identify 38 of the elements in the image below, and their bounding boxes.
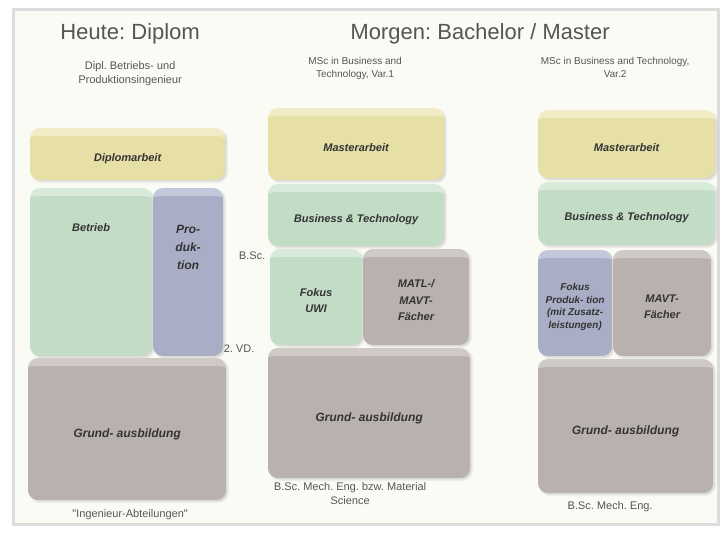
- block: [268, 184, 444, 246]
- text-label: B.Sc.: [238, 250, 266, 264]
- text-label: B.Sc. Mech. Eng.: [566, 500, 654, 514]
- block: [153, 188, 223, 356]
- text-label: Heute: Diplom: [59, 18, 201, 46]
- text-label: Morgen: Bachelor / Master: [349, 18, 611, 46]
- block-label: Diplomarbeit: [94, 150, 162, 166]
- block-label: Masterarbeit: [323, 140, 389, 156]
- text-label: Dipl. Betriebs- und Produktionsingenieur: [77, 60, 183, 88]
- block-label: Betrieb: [72, 221, 110, 236]
- block-label: Business & Technology: [294, 212, 418, 227]
- block: [28, 358, 226, 500]
- block: [363, 249, 469, 345]
- block-label: MATL-/ MAVT- Fächer: [396, 277, 436, 326]
- block-label: Grund- ausbildung: [73, 424, 181, 442]
- block: [30, 188, 152, 356]
- block: [268, 348, 470, 478]
- block: [538, 359, 713, 493]
- block: [268, 108, 444, 180]
- block: [538, 110, 715, 178]
- block-label: Masterarbeit: [594, 140, 660, 156]
- block: [270, 249, 362, 345]
- block-label: Pro- duk- tion: [174, 221, 202, 274]
- block-label: Fokus Produk- tion (mit Zusatz- leistungen): [544, 282, 606, 332]
- text-label: MSc in Business and Technology, Var.1: [307, 56, 403, 81]
- block: [613, 250, 711, 356]
- block-label: Grund- ausbildung: [572, 422, 680, 439]
- block-label: MAVT- Fächer: [642, 292, 682, 323]
- text-label: B.Sc. Mech. Eng. bzw. Material Science: [272, 481, 428, 508]
- text-label: "Ingenieur-Abteilungen": [71, 508, 189, 522]
- block: [538, 182, 715, 245]
- block-label: Grund- ausbildung: [315, 408, 423, 426]
- block-label: Fokus UWI: [298, 286, 334, 317]
- block: [30, 128, 225, 180]
- text-label: 2. VD.: [222, 343, 256, 357]
- text-label: MSc in Business and Technology, Var.2: [540, 56, 690, 81]
- block: [538, 250, 612, 356]
- block-label: Business & Technology: [564, 210, 689, 226]
